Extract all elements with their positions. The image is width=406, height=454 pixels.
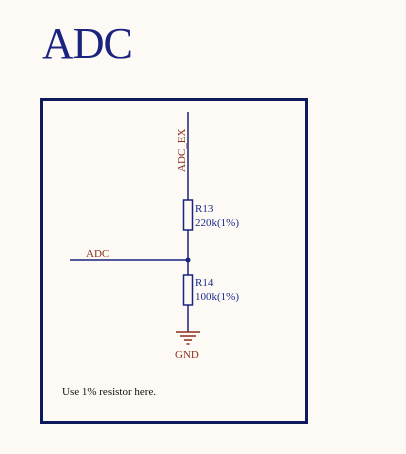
- design-note: Use 1% resistor here.: [62, 386, 156, 398]
- net-label-adc: ADC: [86, 248, 109, 260]
- r13-ref: R13: [195, 203, 214, 215]
- r14-value: 100k(1%): [195, 291, 239, 303]
- net-label-gnd: GND: [175, 349, 199, 361]
- resistor-r14: [182, 274, 194, 306]
- page-title: ADC: [42, 19, 133, 68]
- ground-icon: [176, 331, 200, 345]
- net-label-adc-ex: ADC_EX: [176, 129, 188, 172]
- resistor-r13: [182, 199, 194, 231]
- schematic-frame: [40, 98, 308, 424]
- r14-ref: R14: [195, 277, 214, 289]
- r13-value: 220k(1%): [195, 217, 239, 229]
